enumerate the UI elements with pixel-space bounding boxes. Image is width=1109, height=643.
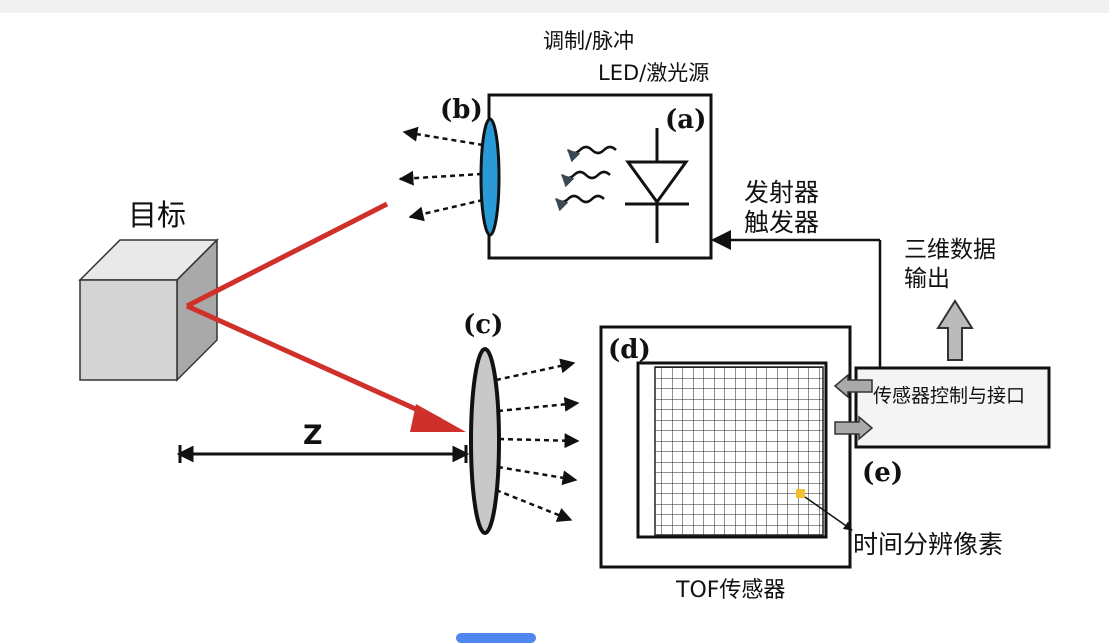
target-label: 目标 xyxy=(128,198,186,232)
trigger-label-line1: 发射器 xyxy=(744,178,819,207)
controller-to-sensor-arrow xyxy=(833,373,873,399)
browser-top-strip xyxy=(0,0,1109,13)
received-rays xyxy=(495,358,580,522)
controller-label: 传感器控制与接口 xyxy=(873,385,1025,407)
output-arrow-icon xyxy=(936,299,974,361)
output-label-line1: 三维数据 xyxy=(904,237,996,263)
pixel-label: 时间分辨像素 xyxy=(853,530,1003,559)
diode-icon xyxy=(625,128,689,243)
tag-d: (d) xyxy=(608,335,651,365)
tag-e: (e) xyxy=(862,458,903,488)
pixel-pointer xyxy=(804,496,853,531)
emitted-rays xyxy=(398,126,484,222)
pixel-array xyxy=(654,366,824,536)
trigger-label-line2: 触发器 xyxy=(744,208,819,237)
reflected-beam xyxy=(185,303,442,423)
lens-b xyxy=(479,117,501,237)
distance-z-indicator xyxy=(176,445,470,463)
target-cube xyxy=(78,238,219,382)
bottom-scroll-pill[interactable] xyxy=(456,633,536,643)
controller-box xyxy=(854,366,1051,449)
output-label-line2: 输出 xyxy=(904,266,950,292)
modulation-label: 调制/脉冲 xyxy=(543,29,634,53)
highlighted-pixel xyxy=(796,489,805,498)
light-waves-icon xyxy=(555,145,617,212)
sensor-label: TOF传感器 xyxy=(675,578,785,603)
reflected-beam-arrowhead xyxy=(410,404,466,432)
source-label: LED/激光源 xyxy=(598,61,709,85)
tag-c: (c) xyxy=(463,310,503,340)
sensor-to-controller-arrow xyxy=(834,415,874,441)
trigger-line xyxy=(711,230,882,368)
tag-b: (b) xyxy=(440,95,483,125)
lens-c xyxy=(469,347,501,535)
incident-beam xyxy=(185,201,389,309)
tag-a: (a) xyxy=(665,105,706,135)
distance-label: Z xyxy=(303,420,323,451)
